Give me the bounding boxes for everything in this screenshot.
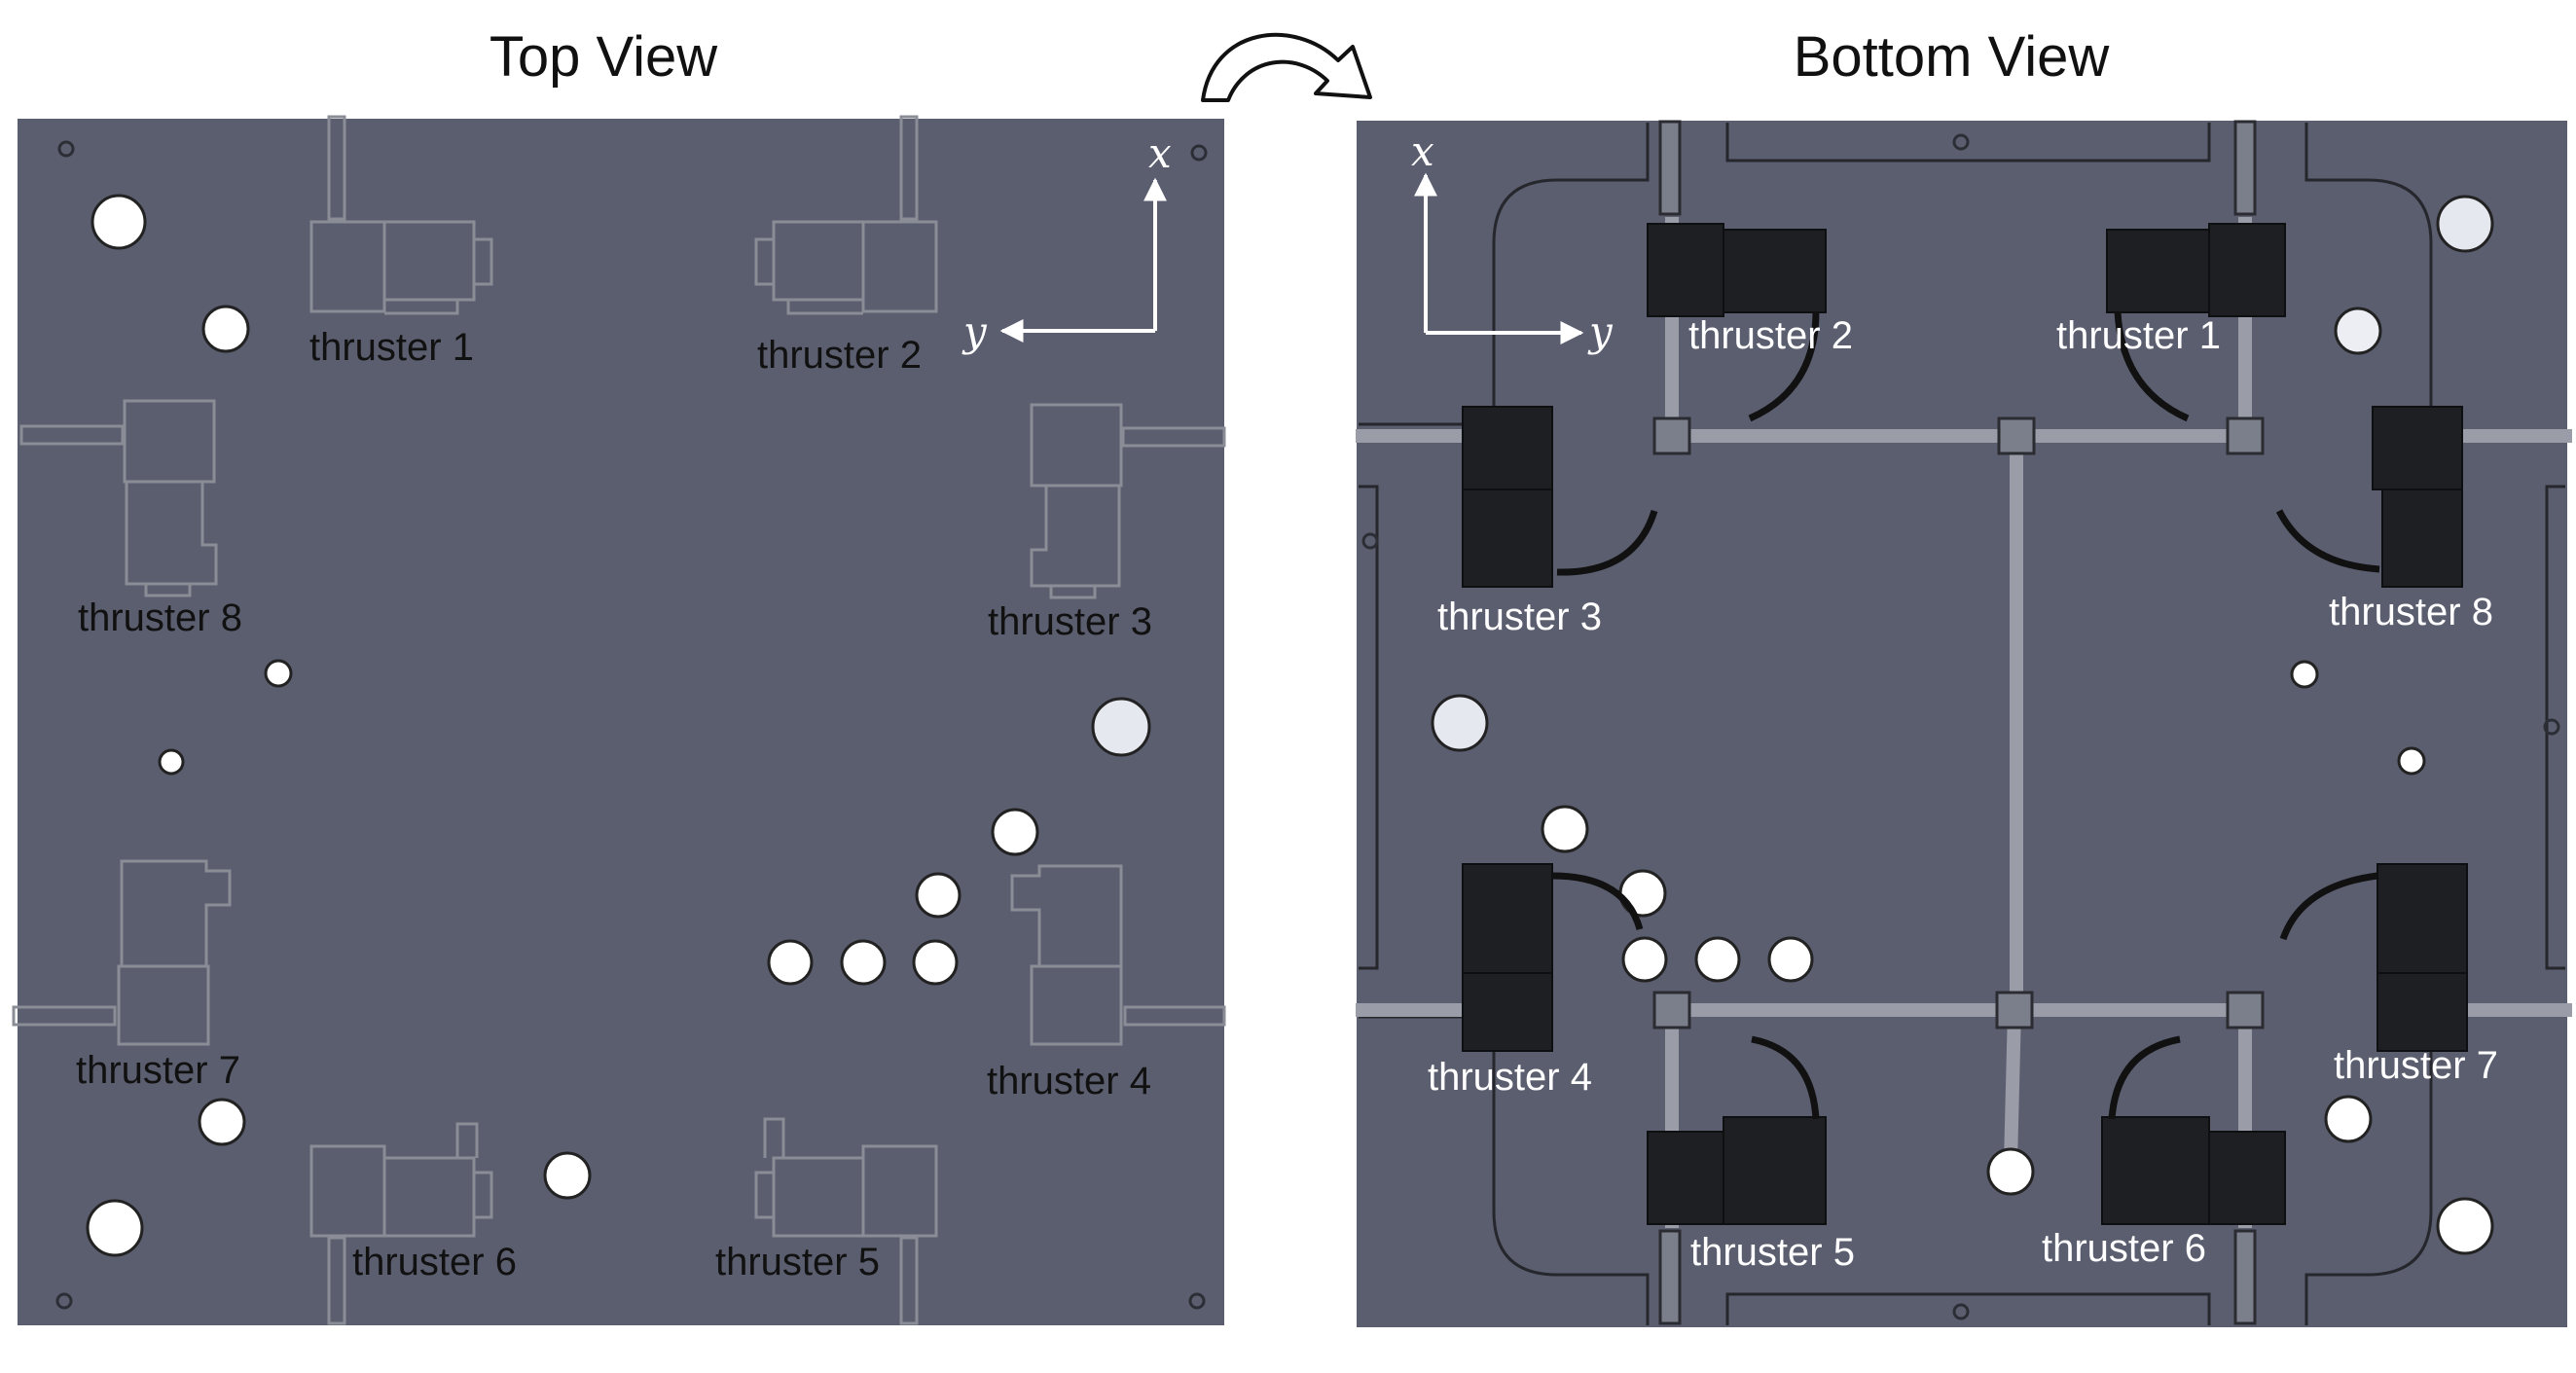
thruster-body-1 — [2106, 223, 2286, 422]
thruster-outline-5 — [754, 1117, 938, 1325]
bottom-label-thruster-4: thruster 4 — [1428, 1056, 1592, 1099]
bottom-holes — [1431, 195, 2494, 1255]
top-label-thruster-1: thruster 1 — [309, 326, 474, 369]
thruster-outline-1 — [309, 115, 493, 315]
thruster-body-4 — [1462, 863, 1644, 1052]
thruster-body-6 — [2101, 1035, 2286, 1225]
tube-fittings — [1652, 120, 2265, 1325]
top-label-thruster-7: thruster 7 — [76, 1049, 240, 1092]
corner-screws — [55, 140, 1208, 1310]
top-label-thruster-6: thruster 6 — [352, 1241, 517, 1283]
top-view-axes: x y — [961, 129, 1172, 355]
thruster-body-8 — [2275, 406, 2463, 588]
mounting-holes — [86, 194, 1151, 1257]
top-label-thruster-2: thruster 2 — [757, 334, 922, 377]
curved-flip-arrow-icon — [1201, 32, 1372, 102]
thruster-body-7 — [2279, 863, 2468, 1052]
top-view-labels: thruster 1 thruster 2 thruster 8 thruste… — [76, 326, 1152, 1283]
bottom-axis-x-label: x — [1411, 127, 1434, 175]
top-label-thruster-5: thruster 5 — [715, 1241, 880, 1283]
thruster-body-2 — [1647, 223, 1827, 422]
bottom-label-thruster-6: thruster 6 — [2042, 1227, 2206, 1270]
bottom-label-thruster-1: thruster 1 — [2056, 314, 2221, 357]
bottom-screws — [1361, 133, 2560, 1320]
bottom-axis-y-label: y — [1587, 307, 1614, 355]
bottom-label-thruster-5: thruster 5 — [1690, 1231, 1855, 1274]
bottom-view-axes: x y — [1411, 127, 1614, 355]
bottom-label-thruster-7: thruster 7 — [2334, 1044, 2498, 1087]
thruster-outline-6 — [309, 1122, 493, 1325]
bottom-view-title: Bottom View — [1793, 25, 2110, 89]
bottom-label-thruster-8: thruster 8 — [2329, 591, 2493, 633]
top-label-thruster-3: thruster 3 — [988, 600, 1152, 643]
thruster-outline-7 — [12, 859, 232, 1046]
thruster-body-3 — [1462, 406, 1658, 588]
bottom-label-thruster-2: thruster 2 — [1688, 314, 1853, 357]
thruster-body-5 — [1647, 1035, 1827, 1225]
thruster-outline-4 — [1010, 864, 1226, 1046]
bottom-label-thruster-3: thruster 3 — [1437, 596, 1602, 638]
top-label-thruster-8: thruster 8 — [78, 596, 242, 639]
top-view-title: Top View — [489, 25, 718, 89]
thruster-outline-2 — [754, 115, 938, 315]
thruster-outline-3 — [1030, 403, 1226, 599]
top-axis-x-label: x — [1148, 129, 1172, 177]
thruster-outline-8 — [19, 399, 218, 597]
top-axis-y-label: y — [961, 307, 988, 355]
top-view-panel: x y thruster 1 thruster 2 thruster 8 thr… — [12, 115, 1226, 1325]
bottom-view-labels: thruster 2 thruster 1 thruster 3 thruste… — [1428, 314, 2498, 1274]
bottom-view-panel: x y thruster 2 thruster 1 thruster 3 thr… — [1356, 120, 2572, 1327]
top-label-thruster-4: thruster 4 — [987, 1060, 1151, 1102]
